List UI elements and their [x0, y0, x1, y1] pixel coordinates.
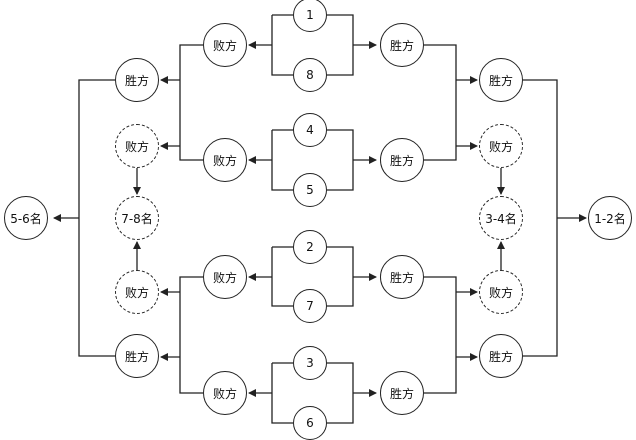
seed-8: 8 [293, 58, 327, 92]
loser-node-1v8: 败方 [203, 23, 247, 67]
right-lower-winner-node: 胜方 [479, 334, 523, 378]
rank-5-6-node: 5-6名 [4, 196, 48, 240]
winner-node-3v6: 胜方 [380, 371, 424, 415]
seed-1: 1 [293, 0, 327, 32]
rank-3-4-node: 3-4名 [479, 196, 523, 240]
seed-5: 5 [293, 173, 327, 207]
seed-3: 3 [293, 346, 327, 380]
rank-7-8-node: 7-8名 [115, 196, 159, 240]
rank-1-2-node: 1-2名 [588, 196, 632, 240]
left-lower-winner-node: 胜方 [115, 334, 159, 378]
winner-node-4v5: 胜方 [380, 138, 424, 182]
seed-4: 4 [293, 113, 327, 147]
left-lower-loser-node: 败方 [115, 270, 159, 314]
loser-node-3v6: 败方 [203, 371, 247, 415]
seed-6: 6 [293, 406, 327, 440]
right-upper-winner-node: 胜方 [479, 58, 523, 102]
winner-node-1v8: 胜方 [380, 23, 424, 67]
right-lower-loser-node: 败方 [479, 270, 523, 314]
seed-2: 2 [293, 230, 327, 264]
loser-node-2v7: 败方 [203, 255, 247, 299]
right-upper-loser-node: 败方 [479, 124, 523, 168]
winner-node-2v7: 胜方 [380, 255, 424, 299]
left-upper-winner-node: 胜方 [115, 58, 159, 102]
left-upper-loser-node: 败方 [115, 124, 159, 168]
loser-node-4v5: 败方 [203, 138, 247, 182]
seed-7: 7 [293, 289, 327, 323]
